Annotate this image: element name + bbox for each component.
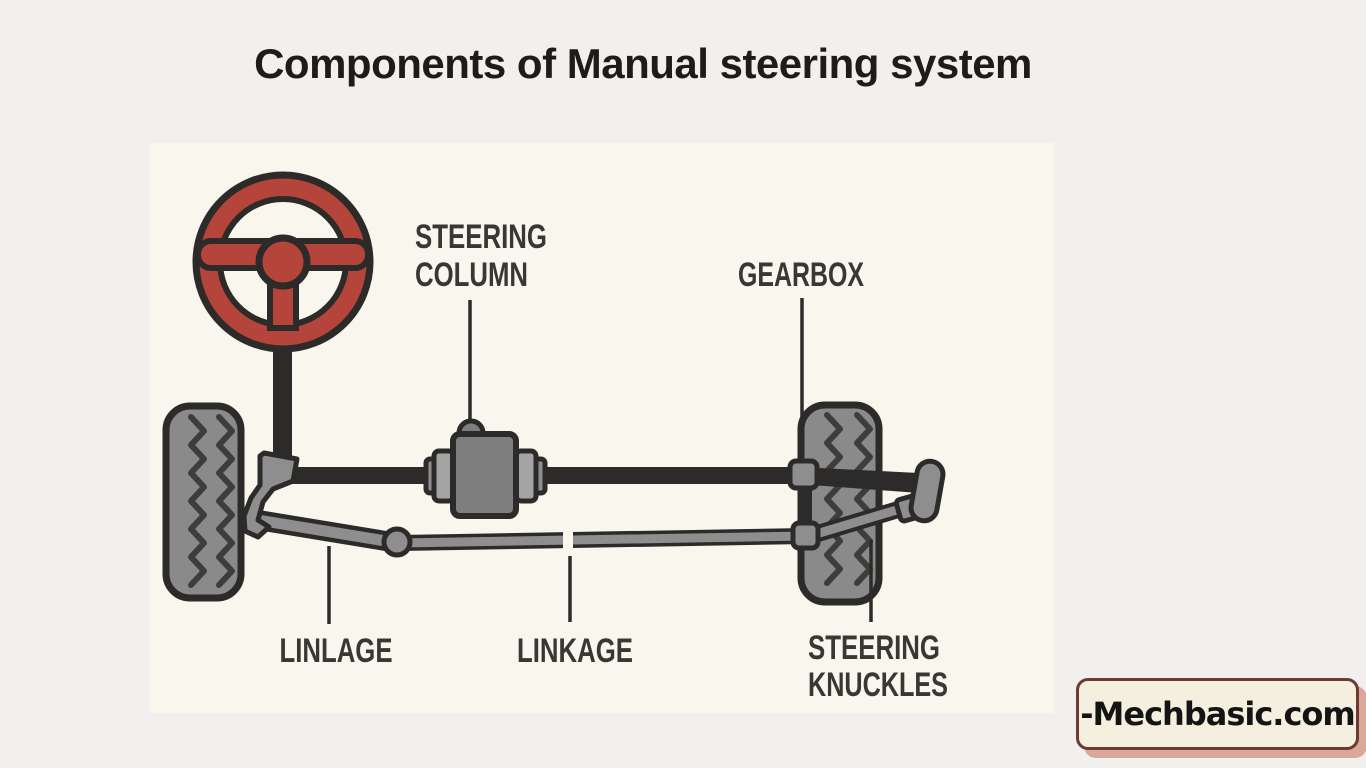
left-tire-tread-icon [188, 414, 207, 588]
label-steering-knuckles-line1: STEERING [808, 629, 940, 667]
right-tie-rod-arm [797, 497, 919, 546]
right-tire-tread-icon [824, 412, 843, 586]
page-title: Components of Manual steering system [254, 40, 1032, 87]
steering-column-coupling [423, 418, 548, 519]
label-linkage: LINKAGE [517, 632, 633, 670]
steering-system-diagram: STEERING COLUMN GEARBOX LINLAGE LINKAGE … [162, 171, 948, 704]
ball-joint [381, 526, 413, 558]
label-steering-column-line2: COLUMN [415, 256, 528, 294]
left-tire-tread-icon [216, 414, 235, 588]
left-tire [162, 402, 245, 602]
left-steering-knuckle [241, 450, 300, 540]
left-steering-arm [248, 510, 408, 553]
label-linlage: LINLAGE [280, 632, 393, 670]
diagram-panel: STEERING COLUMN GEARBOX LINLAGE LINKAGE … [150, 143, 1054, 713]
steering-column-shaft [273, 342, 292, 472]
right-steering-knuckle [908, 458, 946, 524]
watermark-text: -Mechbasic.com [1080, 695, 1356, 733]
steering-wheel [192, 171, 374, 353]
center-link-bar-angled [798, 467, 919, 493]
gearbox-upper-block [787, 458, 820, 491]
right-tire-tread-icon [854, 412, 873, 586]
label-steering-knuckles-line2: KNUCKLES [808, 666, 948, 704]
steering-wheel-hub [255, 234, 311, 290]
watermark-badge: -Mechbasic.com [1076, 678, 1359, 750]
linkage-rod [399, 526, 807, 551]
label-gearbox: GEARBOX [738, 256, 864, 294]
label-steering-column-line1: STEERING [415, 218, 547, 256]
gearbox-assembly [787, 458, 821, 551]
gearbox-lower-block [790, 520, 821, 551]
right-tire [797, 401, 883, 606]
linkage-rod-gap [563, 526, 573, 550]
